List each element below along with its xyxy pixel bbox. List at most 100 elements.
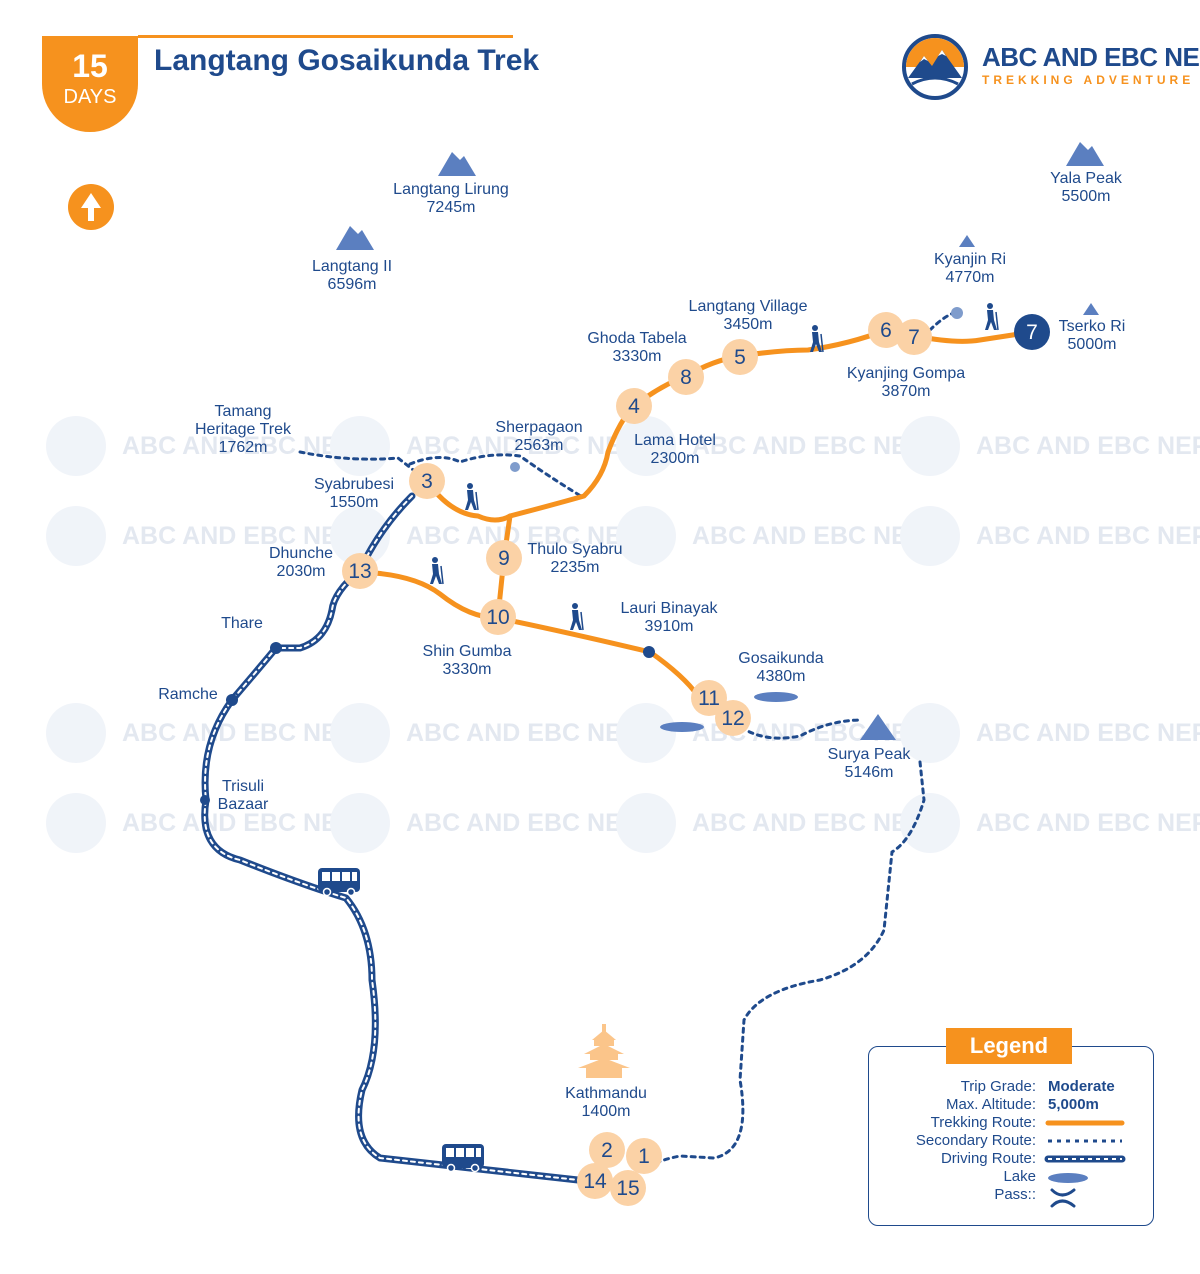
svg-text:ABC AND EBC NEPAL: ABC AND EBC NEPAL <box>122 522 386 550</box>
stop-marker-12: 12 <box>715 700 751 736</box>
days-label: DAYS <box>63 86 117 108</box>
svg-text:13: 13 <box>348 560 371 583</box>
peak-icon-tserko-ri <box>1083 303 1099 315</box>
svg-text:ABC AND EBC NEPAL: ABC AND EBC NEPAL <box>406 719 670 747</box>
legend-trip-grade-label: Trip Grade: <box>960 1078 1036 1095</box>
place-dot-thare <box>270 642 282 654</box>
title-underline <box>138 35 513 38</box>
watermark: ABC AND EBC NEPAL <box>46 416 386 476</box>
peak-icons <box>336 142 1104 740</box>
brand-logo: ABC AND EBC NEPAL TREKKING ADVENTURE <box>902 34 1200 100</box>
watermark: ABC AND EBC NEPAL <box>900 506 1200 566</box>
svg-text:ABC AND EBC NEPAL: ABC AND EBC NEPAL <box>976 522 1200 550</box>
legend-lake-label: Lake <box>1003 1168 1036 1185</box>
stop-marker-7: 7 <box>896 319 932 355</box>
watermark: ABC AND EBC NEPAL <box>330 416 670 476</box>
watermark: ABC AND EBC NEPAL <box>616 703 956 763</box>
svg-text:9: 9 <box>498 547 510 570</box>
peak-icon-langtang-ii <box>336 226 374 250</box>
peak-icon-langtang-lirung <box>438 152 476 176</box>
watermark: ABC AND EBC NEPAL <box>616 416 956 476</box>
stop-marker-7-tserko-ri: 7 <box>1014 314 1050 350</box>
brand-name: ABC AND EBC NEPAL <box>982 42 1200 72</box>
svg-text:12: 12 <box>721 707 744 730</box>
watermark: ABC AND EBC NEPAL <box>616 506 956 566</box>
stop-marker-9: 9 <box>486 540 522 576</box>
place-label-thare: Thare <box>221 615 263 632</box>
svg-text:7: 7 <box>1026 321 1038 344</box>
svg-text:ABC AND EBC NEPAL: ABC AND EBC NEPAL <box>406 522 670 550</box>
north-arrow-icon <box>81 193 101 221</box>
secondary-route-sherpagaon <box>408 453 586 500</box>
lake <box>660 722 704 732</box>
watermark: ABC AND EBC NEPAL <box>46 793 386 853</box>
legend-driving-label: Driving Route: <box>940 1150 1036 1167</box>
trekker-icon <box>985 303 999 331</box>
legend-title: Legend <box>946 1028 1072 1064</box>
legend-pass-label: Pass:: <box>994 1186 1036 1203</box>
svg-text:10: 10 <box>486 606 509 629</box>
svg-text:7: 7 <box>908 326 920 349</box>
legend-pass-sample <box>1050 1188 1076 1208</box>
watermark: ABC AND EBC NEPAL <box>330 703 670 763</box>
svg-text:15: 15 <box>616 1177 639 1200</box>
trekker-icon <box>810 325 824 353</box>
watermark: ABC AND EBC NEPAL <box>900 793 1200 853</box>
svg-text:1: 1 <box>638 1145 650 1168</box>
watermark-layer: ABC AND EBC NEPAL ABC AND EBC NEPAL ABC … <box>46 416 1200 853</box>
svg-text:8: 8 <box>680 366 692 389</box>
svg-text:ABC AND EBC NEPAL: ABC AND EBC NEPAL <box>976 719 1200 747</box>
place-label-ramche: Ramche <box>158 686 218 703</box>
peak-icon-yala <box>1066 142 1104 166</box>
stop-markers: 1 2 14 15 3 4 5 6 7 7 8 9 10 11 12 13 <box>342 312 1050 1206</box>
driving-route <box>201 492 582 1184</box>
stop-marker-5: 5 <box>722 339 758 375</box>
stop-marker-3: 3 <box>409 463 445 499</box>
stop-marker-4: 4 <box>616 388 652 424</box>
days-number: 15 <box>72 48 108 84</box>
lake-gosaikunda <box>754 692 798 702</box>
trekker-icon <box>570 603 584 631</box>
days-badge: 15 DAYS <box>42 36 138 132</box>
place-dot-sherpagaon <box>510 462 520 472</box>
svg-text:3: 3 <box>421 470 433 493</box>
bus-icon <box>442 1144 484 1173</box>
stop-marker-13: 13 <box>342 553 378 589</box>
secondary-route-surya <box>732 718 864 740</box>
svg-text:ABC AND EBC NEPAL: ABC AND EBC NEPAL <box>692 432 956 460</box>
stop-marker-1: 1 <box>626 1138 662 1174</box>
north-arrow <box>68 184 114 230</box>
svg-text:ABC AND EBC NEPAL: ABC AND EBC NEPAL <box>406 432 670 460</box>
logo-icon <box>902 34 968 100</box>
svg-text:11: 11 <box>698 687 720 710</box>
temple-icon <box>578 1024 630 1078</box>
page-title: Langtang Gosaikunda Trek <box>154 44 540 77</box>
watermark: ABC AND EBC NEPAL <box>900 416 1200 476</box>
watermark: ABC AND EBC NEPAL <box>900 703 1200 763</box>
svg-text:ABC AND EBC NEPAL: ABC AND EBC NEPAL <box>122 809 386 837</box>
peak-icon-surya <box>860 714 896 740</box>
watermark: ABC AND EBC NEPAL <box>330 506 670 566</box>
svg-text:6: 6 <box>880 319 892 342</box>
svg-text:2: 2 <box>601 1139 613 1162</box>
brand-tagline: TREKKING ADVENTURE <box>982 73 1195 87</box>
legend-trekking-label: Trekking Route: <box>930 1114 1036 1131</box>
svg-text:ABC AND EBC NEPAL: ABC AND EBC NEPAL <box>122 719 386 747</box>
stop-marker-11: 11 <box>691 680 727 716</box>
